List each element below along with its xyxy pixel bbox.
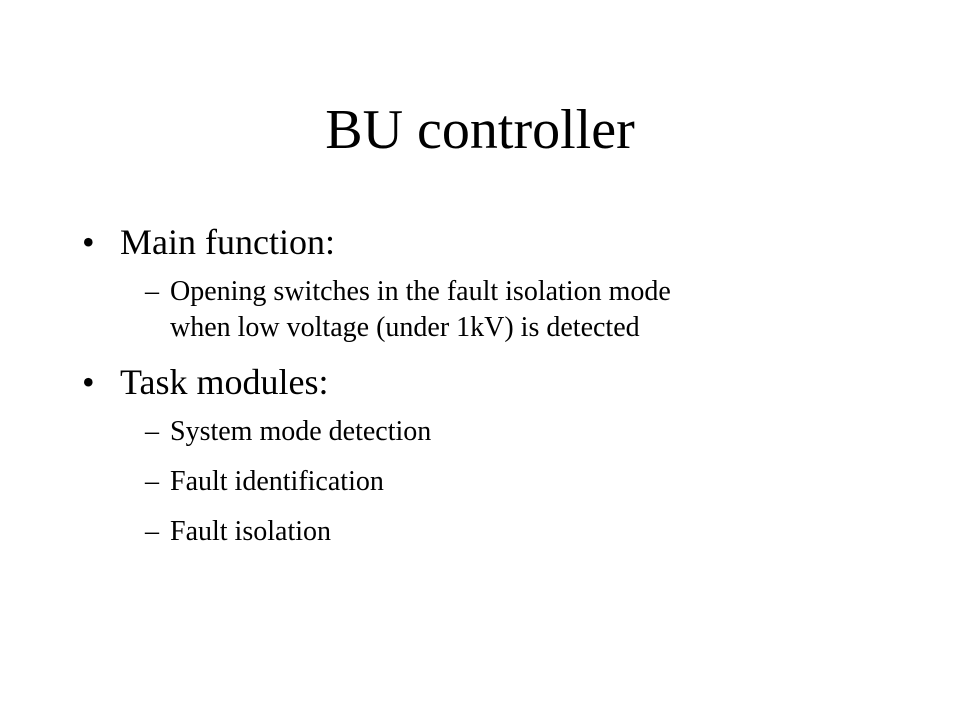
subitem: – Opening switches in the fault isolatio…: [145, 274, 902, 346]
slide-body: • Main function: – Opening switches in t…: [82, 220, 902, 564]
bullet-icon: •: [82, 362, 95, 402]
subitem: – Fault identification: [145, 464, 902, 500]
subitem-text: Fault identification: [170, 466, 384, 497]
slide-title: BU controller: [325, 99, 635, 161]
subitem: – Fault isolation: [145, 514, 902, 550]
bullet-text: Task modules:: [120, 362, 329, 402]
bullet-icon: •: [82, 222, 95, 262]
bullet-task-modules: • Task modules:: [82, 360, 902, 404]
sublist-main-function: – Opening switches in the fault isolatio…: [82, 274, 902, 346]
subitem-text: System mode detection: [170, 416, 432, 447]
subitem-text: Opening switches in the fault isolation …: [170, 276, 671, 343]
subitem-text: Fault isolation: [170, 516, 331, 547]
dash-icon: –: [145, 466, 159, 497]
dash-icon: –: [145, 276, 159, 307]
dash-icon: –: [145, 516, 159, 547]
bullet-main-function: • Main function:: [82, 220, 902, 264]
dash-icon: –: [145, 416, 159, 447]
sublist-task-modules: – System mode detection – Fault identifi…: [82, 414, 902, 550]
bullet-text: Main function:: [120, 222, 335, 262]
subitem: – System mode detection: [145, 414, 902, 450]
